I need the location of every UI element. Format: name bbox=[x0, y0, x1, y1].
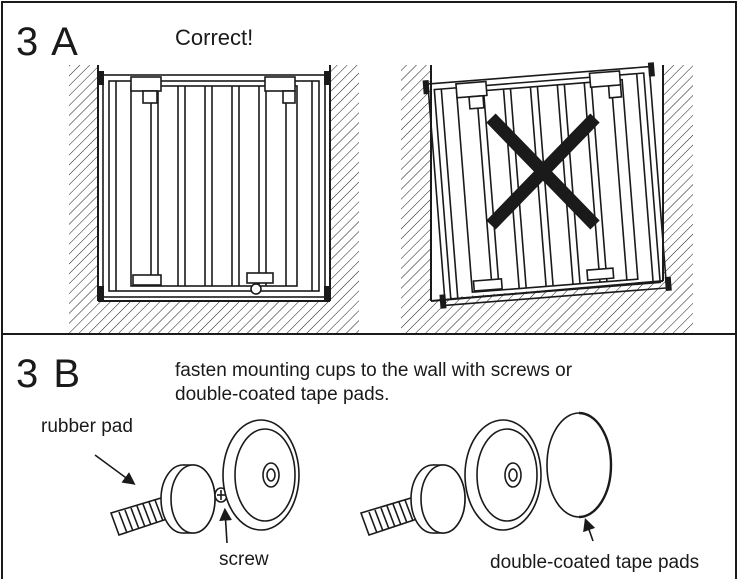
mounting-cup bbox=[222, 419, 300, 531]
incorrect-x-mark bbox=[486, 113, 600, 230]
screw-arrow bbox=[219, 507, 232, 544]
sloped-floor-hatch bbox=[401, 281, 693, 333]
tape-pad bbox=[546, 411, 613, 519]
instruction-line-1: fasten mounting cups to the wall with sc… bbox=[175, 360, 573, 381]
gate-frame bbox=[102, 74, 326, 298]
step-label-3a: 3 A bbox=[16, 20, 80, 64]
tilted-gate bbox=[422, 62, 672, 309]
tape-pads-arrow bbox=[583, 517, 596, 542]
tape-mount-assembly bbox=[359, 411, 613, 542]
gate-hinges bbox=[130, 76, 296, 295]
right-wall-hatch bbox=[330, 65, 359, 301]
rubber-pad-label: rubber pad bbox=[41, 416, 133, 437]
rubber-pad-2 bbox=[410, 464, 466, 534]
screw-label: screw bbox=[219, 549, 269, 570]
panel-3b: 3 B fasten mounting cups to the wall wit… bbox=[1, 333, 737, 579]
left-wall-hatch-2 bbox=[401, 65, 431, 301]
right-wall-hatch-2 bbox=[663, 65, 693, 281]
correct-gate-diagram bbox=[69, 65, 359, 333]
incorrect-gate-diagram bbox=[401, 62, 693, 333]
rubber-pad bbox=[160, 464, 216, 534]
mounting-cup-2 bbox=[464, 419, 542, 531]
gate-illustrations bbox=[69, 62, 693, 333]
floor-hatch bbox=[69, 301, 359, 333]
step-label-3b: 3 B bbox=[16, 352, 83, 396]
pressure-cups bbox=[98, 71, 330, 300]
gate-bars bbox=[150, 86, 287, 286]
mounting-illustrations bbox=[94, 411, 613, 544]
left-wall-hatch bbox=[69, 65, 98, 301]
instruction-line-2: double-coated tape pads. bbox=[175, 384, 390, 405]
panel-3a: 3 A Correct! bbox=[1, 1, 737, 335]
rubber-pad-arrow bbox=[94, 454, 136, 485]
correct-label: Correct! bbox=[175, 25, 254, 50]
tape-pads-label: double-coated tape pads bbox=[490, 552, 700, 573]
screw-mount-assembly bbox=[94, 419, 300, 544]
